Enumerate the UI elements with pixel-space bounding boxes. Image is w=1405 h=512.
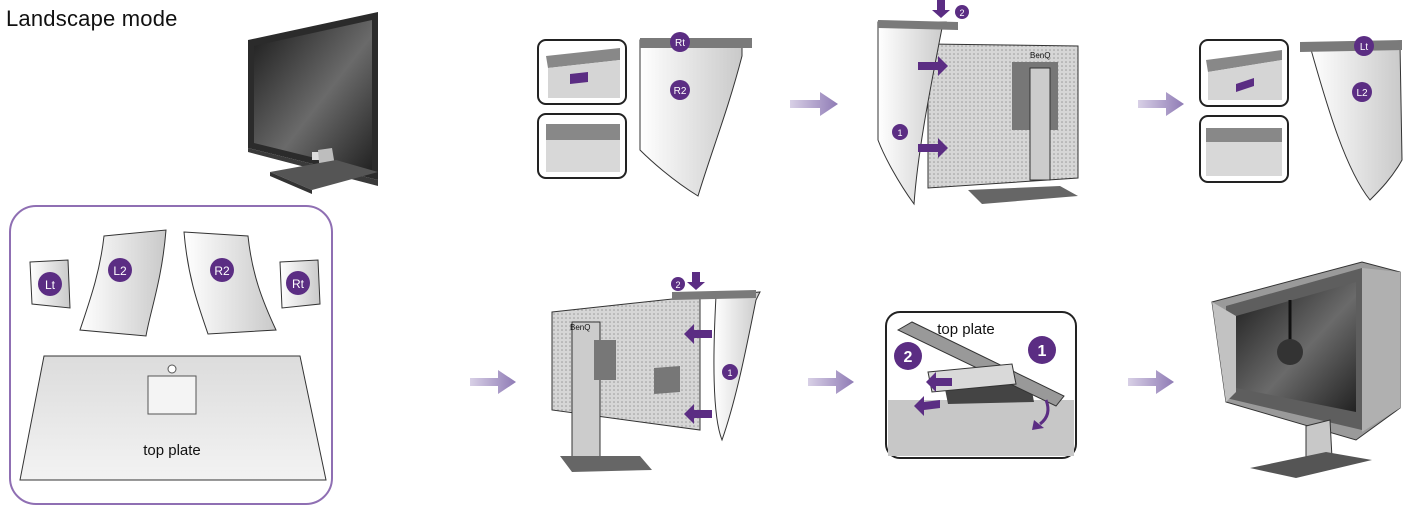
part-l2-label: L2 xyxy=(113,264,127,278)
step-arrow-1 xyxy=(790,92,838,116)
part-r2-label: R2 xyxy=(214,264,230,278)
step-attach-lt-l2: Lt L2 xyxy=(1200,36,1402,200)
step-d-two-badge: 2 xyxy=(675,280,680,290)
push-down-arrow-icon xyxy=(932,0,950,18)
step-arrow-2 xyxy=(1138,92,1184,116)
step-e-top-plate-label: top plate xyxy=(937,321,995,338)
page-title: Landscape mode xyxy=(6,6,178,32)
step-arrow-5 xyxy=(1128,370,1174,394)
step-install-left-shade: BenQ 2 1 xyxy=(552,272,760,472)
step-e-one-badge: 1 xyxy=(1038,343,1047,360)
part-rt-label: Rt xyxy=(292,277,305,291)
svg-text:BenQ: BenQ xyxy=(570,323,590,332)
step-arrow-4 xyxy=(808,370,854,394)
step-e-two-badge: 2 xyxy=(904,349,913,366)
monitor-with-hood-illustration xyxy=(1212,262,1400,478)
step-arrow-3 xyxy=(470,370,516,394)
part-lt-label: Lt xyxy=(45,278,56,292)
monitor-front-illustration xyxy=(248,12,378,194)
part-top-plate: top plate xyxy=(20,356,326,480)
step-attach-rt-r2: Rt R2 xyxy=(538,32,752,196)
step-install-right-shade: BenQ 2 1 xyxy=(878,0,1078,204)
step-c-l2-badge: L2 xyxy=(1356,88,1368,99)
step-a-r2-badge: R2 xyxy=(674,86,687,97)
top-plate-label: top plate xyxy=(143,442,201,459)
svg-text:BenQ: BenQ xyxy=(1030,51,1050,60)
part-rt: Rt xyxy=(280,260,320,308)
push-down-arrow-icon xyxy=(687,272,705,290)
step-c-lt-badge: Lt xyxy=(1360,42,1369,53)
step-a-rt-badge: Rt xyxy=(675,38,685,49)
step-attach-top-plate: top plate 2 1 xyxy=(886,312,1076,458)
step-b-two-badge: 2 xyxy=(959,8,964,18)
step-d-one-badge: 1 xyxy=(727,368,732,378)
part-lt: Lt xyxy=(30,260,70,308)
step-b-one-badge: 1 xyxy=(897,128,902,138)
parts-panel: Lt L2 R2 Rt xyxy=(10,206,332,504)
